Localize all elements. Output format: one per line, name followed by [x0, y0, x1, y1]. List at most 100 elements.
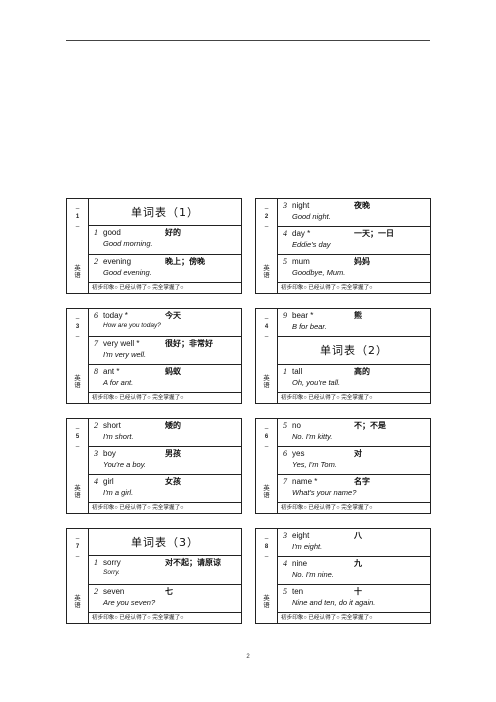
chinese-meaning: 不；不是 [354, 421, 386, 430]
chinese-meaning: 很好；非常好 [165, 339, 213, 348]
mastery-footer: 初步印象○ 已经认得了○ 完全掌握了○ [92, 395, 184, 401]
card-number: 2 [264, 214, 269, 221]
spine-dash: – [75, 332, 80, 340]
subject-label: 英语 [74, 485, 81, 499]
english-word: no [292, 421, 301, 430]
entry-number: 5 [283, 421, 287, 430]
entry-number: 7 [94, 339, 98, 348]
chinese-meaning: 高的 [354, 366, 370, 376]
chinese-meaning: 八 [354, 531, 362, 540]
word-entry: 9 bear * 熊 B for bear. [278, 309, 430, 338]
subject-label: 英语 [74, 375, 81, 389]
chinese-meaning: 十 [354, 587, 362, 596]
chinese-meaning: 对 [354, 449, 362, 458]
example-sentence: How are you today? [103, 322, 161, 329]
card-number: 4 [264, 324, 269, 331]
entry-number: 2 [94, 421, 98, 430]
example-sentence: B for bear. [292, 322, 327, 331]
chinese-meaning: 妈妈 [354, 257, 370, 266]
mastery-footer: 初步印象○ 已经认得了○ 完全掌握了○ [92, 505, 184, 511]
example-sentence: Nine and ten, do it again. [292, 598, 376, 607]
chinese-meaning: 晚上；傍晚 [165, 256, 205, 266]
chinese-meaning: 对不起；请原谅 [165, 558, 221, 568]
word-entry: 8 ant * 蚂蚁 A for ant. [89, 365, 241, 393]
card-number: 3 [75, 324, 80, 331]
english-word: yes [292, 449, 305, 458]
entry-number: 9 [283, 311, 287, 320]
spine-dash: – [75, 442, 80, 450]
example-sentence: Eddie's day [292, 240, 331, 249]
chinese-meaning: 夜晚 [354, 201, 370, 210]
example-sentence: Oh, you're tall. [292, 377, 341, 387]
example-sentence: A for ant. [103, 378, 134, 387]
spine-dash: – [75, 205, 80, 212]
spine-dash: – [75, 425, 80, 432]
entry-number: 5 [283, 257, 287, 266]
entry-number: 4 [283, 559, 287, 568]
entry-number: 8 [94, 367, 98, 376]
chinese-meaning: 熊 [354, 311, 362, 320]
card-number: 7 [75, 544, 80, 551]
entry-number: 3 [283, 531, 287, 540]
english-word: eight [292, 531, 310, 540]
subject-char: 英 [74, 264, 81, 272]
subject-char: 英 [263, 594, 270, 602]
chinese-meaning: 蚂蚁 [165, 367, 181, 376]
card-spine: –2–英语 [256, 199, 278, 293]
mastery-footer: 初步印象○ 已经认得了○ 完全掌握了○ [281, 615, 373, 621]
entry-number: 5 [283, 587, 287, 596]
spine-dash: – [264, 535, 269, 542]
entry-number: 3 [94, 449, 98, 458]
example-sentence: I'm short. [103, 432, 134, 441]
mastery-footer: 初步印象○ 已经认得了○ 完全掌握了○ [281, 285, 373, 291]
chinese-meaning: 名字 [354, 477, 370, 486]
subject-label: 英语 [74, 265, 81, 279]
spine-dash: – [264, 315, 269, 322]
entry-number: 4 [283, 229, 287, 238]
spine-dash: – [264, 442, 269, 450]
english-word: ant * [103, 367, 120, 376]
english-word: nine [292, 559, 308, 568]
subject-char: 英 [263, 374, 270, 382]
english-word: night [292, 201, 310, 210]
mastery-footer: 初步印象○ 已经认得了○ 完全掌握了○ [92, 284, 184, 291]
subject-char: 语 [74, 271, 81, 279]
subject-char: 英 [74, 594, 81, 602]
chinese-meaning: 九 [354, 559, 362, 568]
english-word: ten [292, 587, 304, 596]
english-word: today * [103, 311, 128, 320]
english-word: evening [103, 256, 132, 266]
example-sentence: Are you seven? [103, 597, 156, 607]
chinese-meaning: 好的 [165, 228, 181, 238]
english-word: bear * [292, 311, 314, 320]
subject-label: 英语 [263, 265, 270, 279]
spine-dash: – [264, 205, 269, 212]
subject-char: 英 [74, 484, 81, 492]
chinese-meaning: 今天 [165, 311, 181, 320]
subject-char: 英 [263, 264, 270, 272]
entry-number: 1 [283, 366, 287, 376]
entry-number: 1 [94, 558, 98, 568]
card-number: 1 [75, 214, 80, 221]
example-sentence: What's your name? [292, 488, 357, 497]
english-word: mum [292, 257, 310, 266]
mastery-footer: 初步印象○ 已经认得了○ 完全掌握了○ [281, 394, 373, 401]
